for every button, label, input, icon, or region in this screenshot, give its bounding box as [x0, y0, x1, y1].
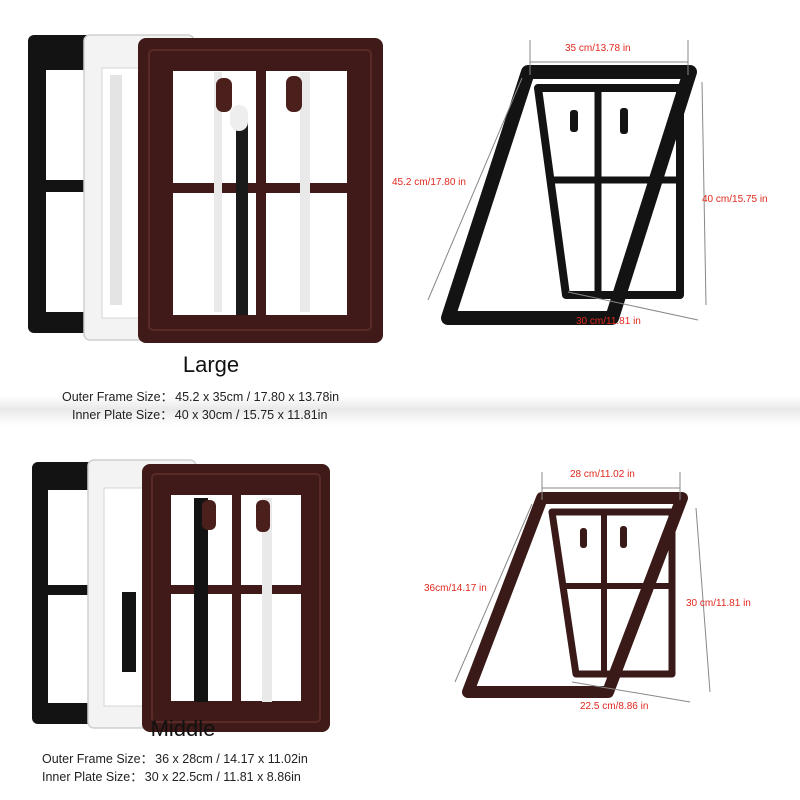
- large-size-section: 35 cm/13.78 in 45.2 cm/17.80 in 40 cm/15…: [28, 34, 768, 423]
- middle-dim-top: 28 cm/11.02 in: [570, 469, 635, 480]
- middle-inner-plate-spec: Inner Plate Size：30 x 22.5cm / 11.81 x 8…: [42, 766, 301, 785]
- middle-dimension-diagram: [454, 472, 711, 703]
- large-dim-top: 35 cm/13.78 in: [565, 43, 631, 54]
- large-inner-plate-spec: Inner Plate Size：40 x 30cm / 15.75 x 11.…: [72, 404, 327, 423]
- inner-plate-label: Inner Plate Size：: [42, 770, 143, 784]
- outer-frame-label: Outer Frame Size：: [42, 752, 154, 766]
- brown-frame: [142, 464, 330, 732]
- outer-frame-value: 36 x 28cm / 14.17 x 11.02in: [155, 752, 308, 766]
- middle-dim-right: 30 cm/11.81 in: [686, 598, 751, 609]
- middle-size-title: Middle: [150, 716, 216, 741]
- outer-frame-label: Outer Frame Size：: [62, 390, 174, 404]
- large-dim-right: 40 cm/15.75 in: [702, 194, 768, 205]
- middle-dim-bottom: 22.5 cm/8.86 in: [580, 701, 648, 712]
- large-dim-bottom: 30 cm/11.81 in: [576, 316, 641, 327]
- outer-frame-value: 45.2 x 35cm / 17.80 x 13.78in: [175, 390, 340, 404]
- middle-product-illustration: 28 cm/11.02 in 36cm/14.17 in 30 cm/11.81…: [32, 459, 751, 732]
- large-dimension-diagram: [427, 40, 707, 325]
- middle-outer-frame-spec: Outer Frame Size：36 x 28cm / 14.17 x 11.…: [42, 748, 308, 767]
- section-divider: [0, 396, 800, 426]
- large-dim-left: 45.2 cm/17.80 in: [392, 177, 466, 188]
- large-size-title: Large: [182, 352, 240, 377]
- inner-plate-label: Inner Plate Size：: [72, 408, 173, 422]
- large-outer-frame-spec: Outer Frame Size：45.2 x 35cm / 17.80 x 1…: [62, 386, 339, 405]
- brown-frame: [138, 38, 383, 343]
- middle-size-section: 28 cm/11.02 in 36cm/14.17 in 30 cm/11.81…: [0, 420, 800, 800]
- inner-plate-value: 30 x 22.5cm / 11.81 x 8.86in: [144, 770, 301, 784]
- inner-plate-value: 40 x 30cm / 15.75 x 11.81in: [174, 408, 328, 422]
- large-product-illustration: 35 cm/13.78 in 45.2 cm/17.80 in 40 cm/15…: [28, 34, 768, 343]
- middle-dim-left: 36cm/14.17 in: [424, 583, 487, 594]
